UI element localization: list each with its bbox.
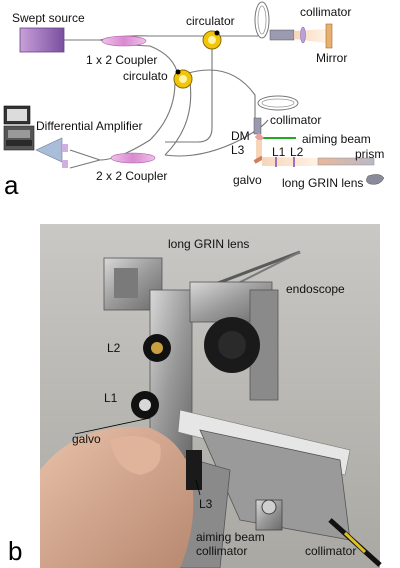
coupler-1x2	[101, 35, 147, 47]
computer-icon	[3, 105, 35, 151]
fiber-coil-top	[254, 1, 270, 39]
fiber-coil-probe	[257, 95, 299, 111]
top-bracket-window	[114, 268, 138, 298]
leader-lines	[74, 417, 201, 496]
coupler-1x2-label: 1 x 2 Coupler	[86, 53, 157, 67]
reference-beam	[294, 29, 326, 43]
differential-amplifier	[35, 137, 63, 163]
photo-panel: long GRIN lens endoscope L2 L1 galvo L3 …	[8, 224, 382, 568]
circulator-mid-label: circulato	[123, 69, 168, 83]
mirror-label: Mirror	[316, 51, 347, 65]
circulator-top-label: circulator	[186, 14, 235, 28]
photodetector-top	[62, 144, 68, 152]
photo-l1-label: L1	[104, 391, 118, 405]
photodetector-bottom	[62, 160, 68, 168]
circulator-top-core	[208, 36, 216, 44]
photo-collimator-label: collimator	[305, 544, 356, 558]
collimator-top-label: collimator	[300, 5, 351, 19]
circulator-top-port	[214, 30, 220, 36]
l3-label: L3	[231, 143, 245, 157]
circulator-mid-core	[179, 75, 187, 83]
circulator-mid-port	[175, 69, 181, 75]
galvo-label: galvo	[233, 173, 262, 187]
coupler-2x2	[110, 152, 156, 164]
photo-l2-label: L2	[107, 341, 121, 355]
fiber-coil-top-inner	[257, 5, 267, 35]
galvo-block	[186, 450, 202, 490]
l1-label: L1	[272, 145, 286, 159]
l2-knob-face	[151, 342, 163, 354]
collimator-port	[261, 499, 277, 515]
galvo-mirror	[253, 155, 264, 164]
fiber-coil-probe-inner	[261, 98, 295, 108]
aiming-beam-label: aiming beam	[302, 132, 371, 146]
schematic-panel: Swept source 1 x 2 Coupler circulator co…	[3, 1, 385, 200]
fiber-cable-yellow	[343, 531, 367, 554]
probe-collimator-body	[253, 117, 262, 135]
swept-source-label: Swept source	[12, 11, 85, 25]
grin-lens	[317, 157, 375, 166]
panel-a-letter: a	[4, 170, 19, 200]
differential-amplifier-label: Differential Amplifier	[36, 119, 143, 133]
l2-label: L2	[290, 145, 304, 159]
photo-l3-label: L3	[199, 497, 213, 511]
swept-source-box	[19, 27, 65, 53]
prism-label: prism	[355, 147, 384, 161]
dm-label: DM	[231, 129, 250, 143]
photo-long-grin-lens-label: long GRIN lens	[168, 237, 249, 251]
photo-aiming-beam-label: aiming beam	[196, 530, 265, 544]
photo-endoscope-label: endoscope	[286, 282, 345, 296]
mirror	[325, 23, 333, 49]
dichroic-mirror	[254, 132, 264, 142]
collimator-top-body	[269, 29, 295, 41]
long-grin-lens-label: long GRIN lens	[282, 176, 363, 190]
tissue-sample	[366, 174, 385, 185]
photo-aiming-collimator-label: collimator	[196, 544, 247, 558]
photo-galvo-label: galvo	[72, 432, 101, 446]
large-knob-face	[218, 331, 246, 359]
collimator-probe-label: collimator	[270, 113, 321, 127]
coupler-2x2-label: 2 x 2 Coupler	[96, 169, 167, 183]
l1-knob-face	[139, 399, 151, 411]
probe-beam-vertical	[256, 140, 262, 160]
reference-lens	[300, 26, 306, 44]
panel-b-letter: b	[8, 536, 22, 566]
finger	[110, 436, 161, 475]
